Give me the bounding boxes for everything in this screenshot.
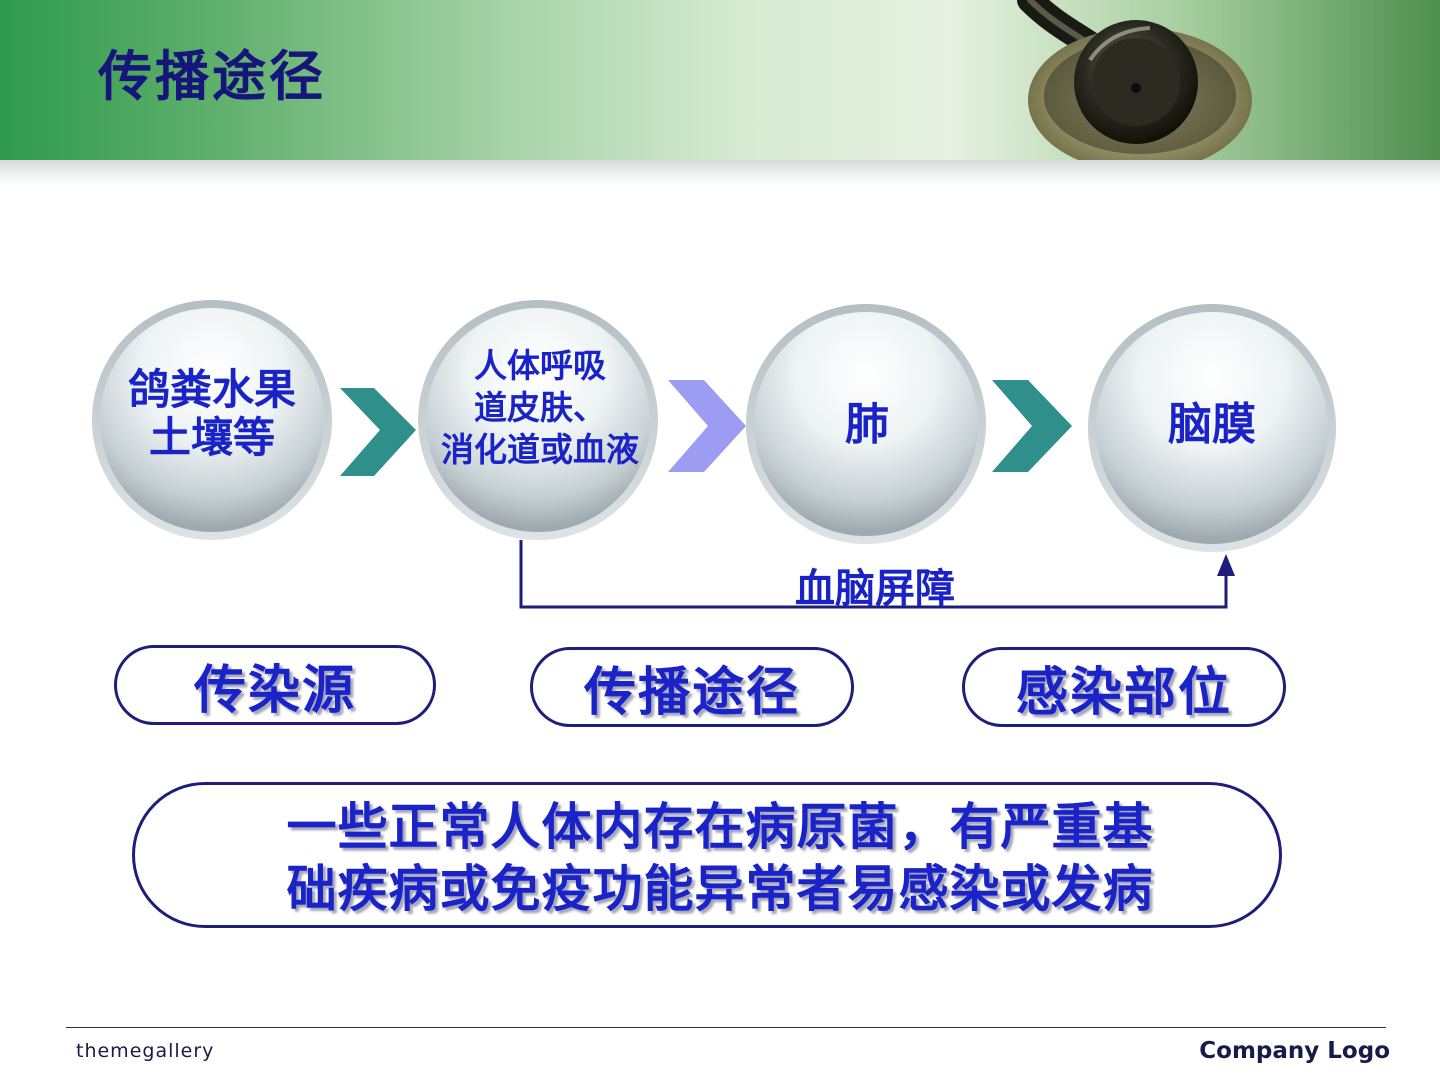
chevron-right-icon: [992, 380, 1072, 472]
category-pill-source: 传染源: [114, 645, 436, 725]
barrier-connector: [519, 540, 1228, 609]
category-pill-site: 感染部位: [962, 647, 1286, 727]
header-shadow: [0, 160, 1440, 186]
stethoscope-icon: [1017, 0, 1252, 160]
stage-circle-1: [92, 300, 332, 540]
stage-label-meninges: 脑膜: [1168, 399, 1256, 450]
note-box: [132, 782, 1282, 928]
note-text: 一些正常人体内存在病原菌，有严重基 础疾病或免疫功能异常者易感染或发病: [286, 798, 1154, 918]
slide-title: 传播途径: [98, 45, 326, 108]
category-pill-route: 传播途径: [530, 647, 854, 727]
stage-label-source: 鸽粪水果 土壤等: [127, 365, 296, 463]
stage-circle-3: [746, 304, 986, 544]
footer-divider: [66, 1027, 1386, 1028]
chevron-right-icon: [668, 380, 746, 472]
arrow-up-icon: [1217, 554, 1235, 576]
barrier-label: 血脑屏障: [795, 566, 955, 612]
company-logo: Company Logo: [1199, 1038, 1390, 1064]
stage-circle-2: [418, 300, 658, 540]
stage-label-route: 人体呼吸 道皮肤、 消化道或血液: [441, 346, 639, 470]
stage-circle-4: [1088, 304, 1336, 552]
footer-brand: themegallery: [76, 1040, 215, 1062]
chevron-right-icon: [340, 388, 416, 476]
stage-label-lung: 肺: [845, 399, 889, 450]
